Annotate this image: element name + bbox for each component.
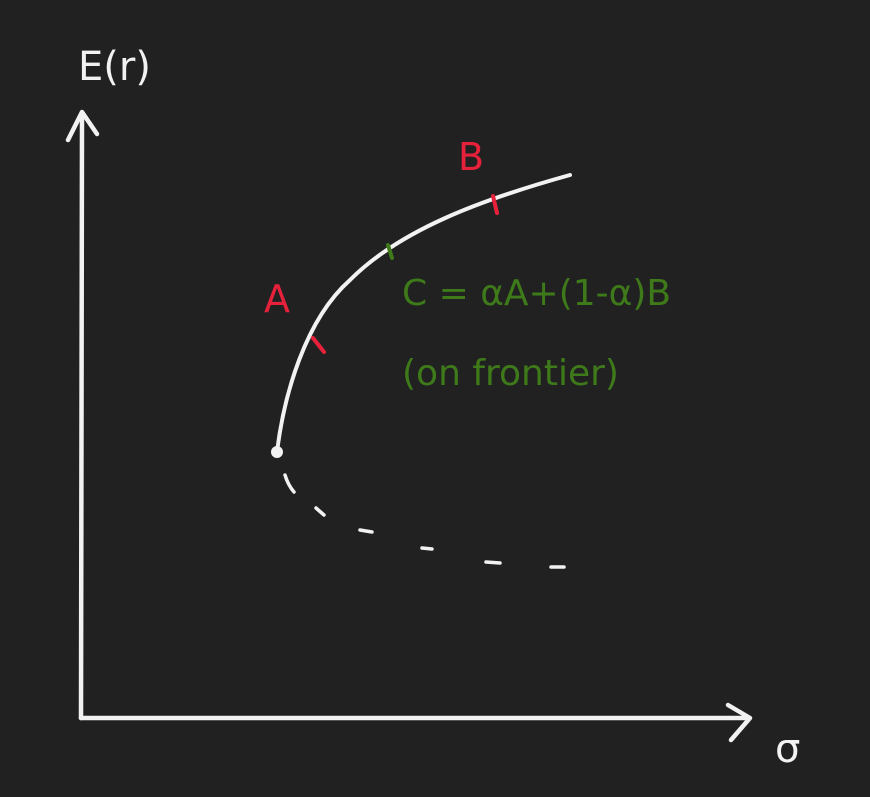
inefficient-frontier-dashes [283,473,566,569]
point-c-marker [386,243,394,260]
y-axis-arrowhead [65,109,100,143]
point-b-label: B [458,135,484,179]
annotation-formula: C = αA+(1-α)B [402,273,671,314]
axes [65,109,753,743]
min-variance-point [271,446,283,458]
point-a-marker [311,336,326,354]
annotation-note: (on frontier) [402,353,619,394]
point-a-label: A [264,277,290,321]
x-axis-arrowhead [725,702,753,743]
point-b-marker [491,194,499,215]
y-axis-label: E(r) [78,44,151,90]
y-axis [78,114,85,721]
x-axis-label: σ [775,726,800,772]
